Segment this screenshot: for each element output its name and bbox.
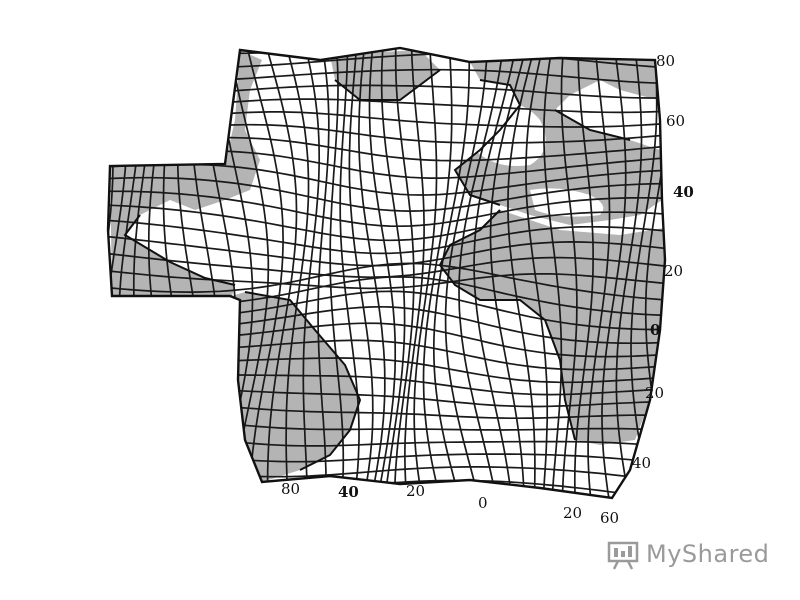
- lon-label-60: 60: [600, 509, 620, 527]
- lon-label-0: 0: [478, 494, 488, 512]
- lon-label-20e: 20: [563, 504, 583, 522]
- parallel-line: [108, 235, 665, 267]
- meridian-line: [615, 48, 643, 498]
- meridian-line: [507, 48, 538, 498]
- coastlines: [123, 69, 631, 471]
- watermark-text: MyShared: [646, 540, 770, 568]
- south-america-landmass: [232, 292, 360, 482]
- meridian-line: [543, 48, 563, 498]
- lat-label-equator: 0: [650, 321, 661, 339]
- meridian-line: [244, 48, 284, 498]
- meridian-line: [413, 48, 438, 498]
- parallel-line: [108, 262, 665, 302]
- lat-label-20s: 20: [645, 384, 665, 402]
- meridian-line: [404, 48, 425, 498]
- parallel-line: [108, 219, 665, 255]
- meridian-line: [368, 48, 397, 498]
- meridian-line: [380, 48, 406, 498]
- meridian-line: [587, 48, 611, 498]
- lon-label-40: 40: [338, 483, 359, 501]
- meridian-line: [302, 48, 321, 498]
- meridian-line: [283, 48, 310, 498]
- meridian-line: [422, 48, 453, 498]
- meridian-line: [458, 48, 505, 498]
- meridian-line: [393, 48, 415, 498]
- parallel-line: [108, 204, 665, 242]
- parallel-line: [108, 190, 665, 228]
- lat-label-60n: 60: [666, 112, 686, 130]
- parallel-line: [108, 269, 665, 290]
- meridian-line: [263, 48, 298, 498]
- myshared-watermark: MyShared: [606, 536, 769, 572]
- lat-label-40n: 40: [673, 183, 694, 201]
- meridian-line: [329, 48, 345, 498]
- parallel-line: [100, 524, 680, 547]
- meridian-line: [489, 48, 529, 498]
- africa-landmass: [440, 210, 665, 445]
- meridian-line: [339, 48, 360, 498]
- lat-label-80n: 80: [656, 52, 676, 70]
- meridian-line: [317, 48, 330, 498]
- meridian-line: [601, 48, 627, 498]
- lat-label-40s: 40: [632, 454, 652, 472]
- presentation-board-icon: [607, 541, 639, 570]
- lon-label-80: 80: [281, 480, 301, 498]
- parallel-line: [108, 176, 665, 212]
- meridian-line: [560, 48, 578, 498]
- parallel-line: [100, 510, 680, 534]
- meridian-line: [573, 48, 594, 498]
- lon-label-20w: 20: [406, 482, 426, 500]
- meridian-line: [630, 48, 658, 498]
- meridian-line: [525, 48, 549, 498]
- north-america-landmass: [110, 50, 262, 296]
- lat-label-20n: 20: [664, 262, 684, 280]
- parallel-line: [108, 493, 665, 498]
